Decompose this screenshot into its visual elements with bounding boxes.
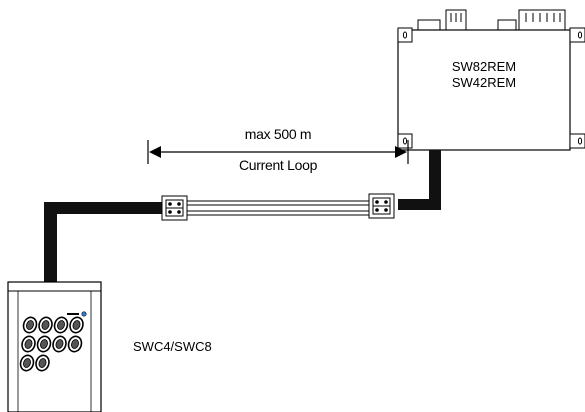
remote-unit [397,9,585,151]
distance-dimension [147,140,409,164]
keypad-key [22,316,38,334]
keypad-key [19,354,35,372]
remote-unit-label-line1: SW82REM [451,59,517,74]
remote-top-terminals [417,9,566,31]
control-unit [7,281,102,412]
keypad-key [52,335,67,353]
cable-remote-drop [429,150,441,208]
keypad-key [53,316,69,334]
keypad-key [67,335,83,353]
cable-control-horizontal [44,202,162,214]
keypad-key [21,335,36,353]
cable-remote-horizontal [398,199,441,210]
remote-mounting-holes [402,31,583,145]
connector-left [161,195,188,221]
cable-control-drop [44,202,57,282]
keypad [19,316,84,372]
keypad-key [35,354,50,372]
keypad-key [38,316,53,334]
status-led [81,311,87,317]
keypad-key [69,316,84,334]
link-type-label: Current Loop [238,157,318,173]
dimension-arrowhead-left [149,146,161,158]
remote-mounting-tabs [397,27,585,149]
cables [44,150,441,282]
remote-unit-label-line2: SW42REM [451,75,517,90]
status-text-mark [67,313,79,315]
remote-enclosure [397,29,571,151]
distance-label: max 500 m [244,126,312,142]
current-loop-tube [186,200,370,216]
control-unit-label: SWC4/SWC8 [133,339,212,354]
connector-right [368,193,395,219]
dimension-arrowhead-right [395,146,407,158]
keypad-key [36,335,52,353]
